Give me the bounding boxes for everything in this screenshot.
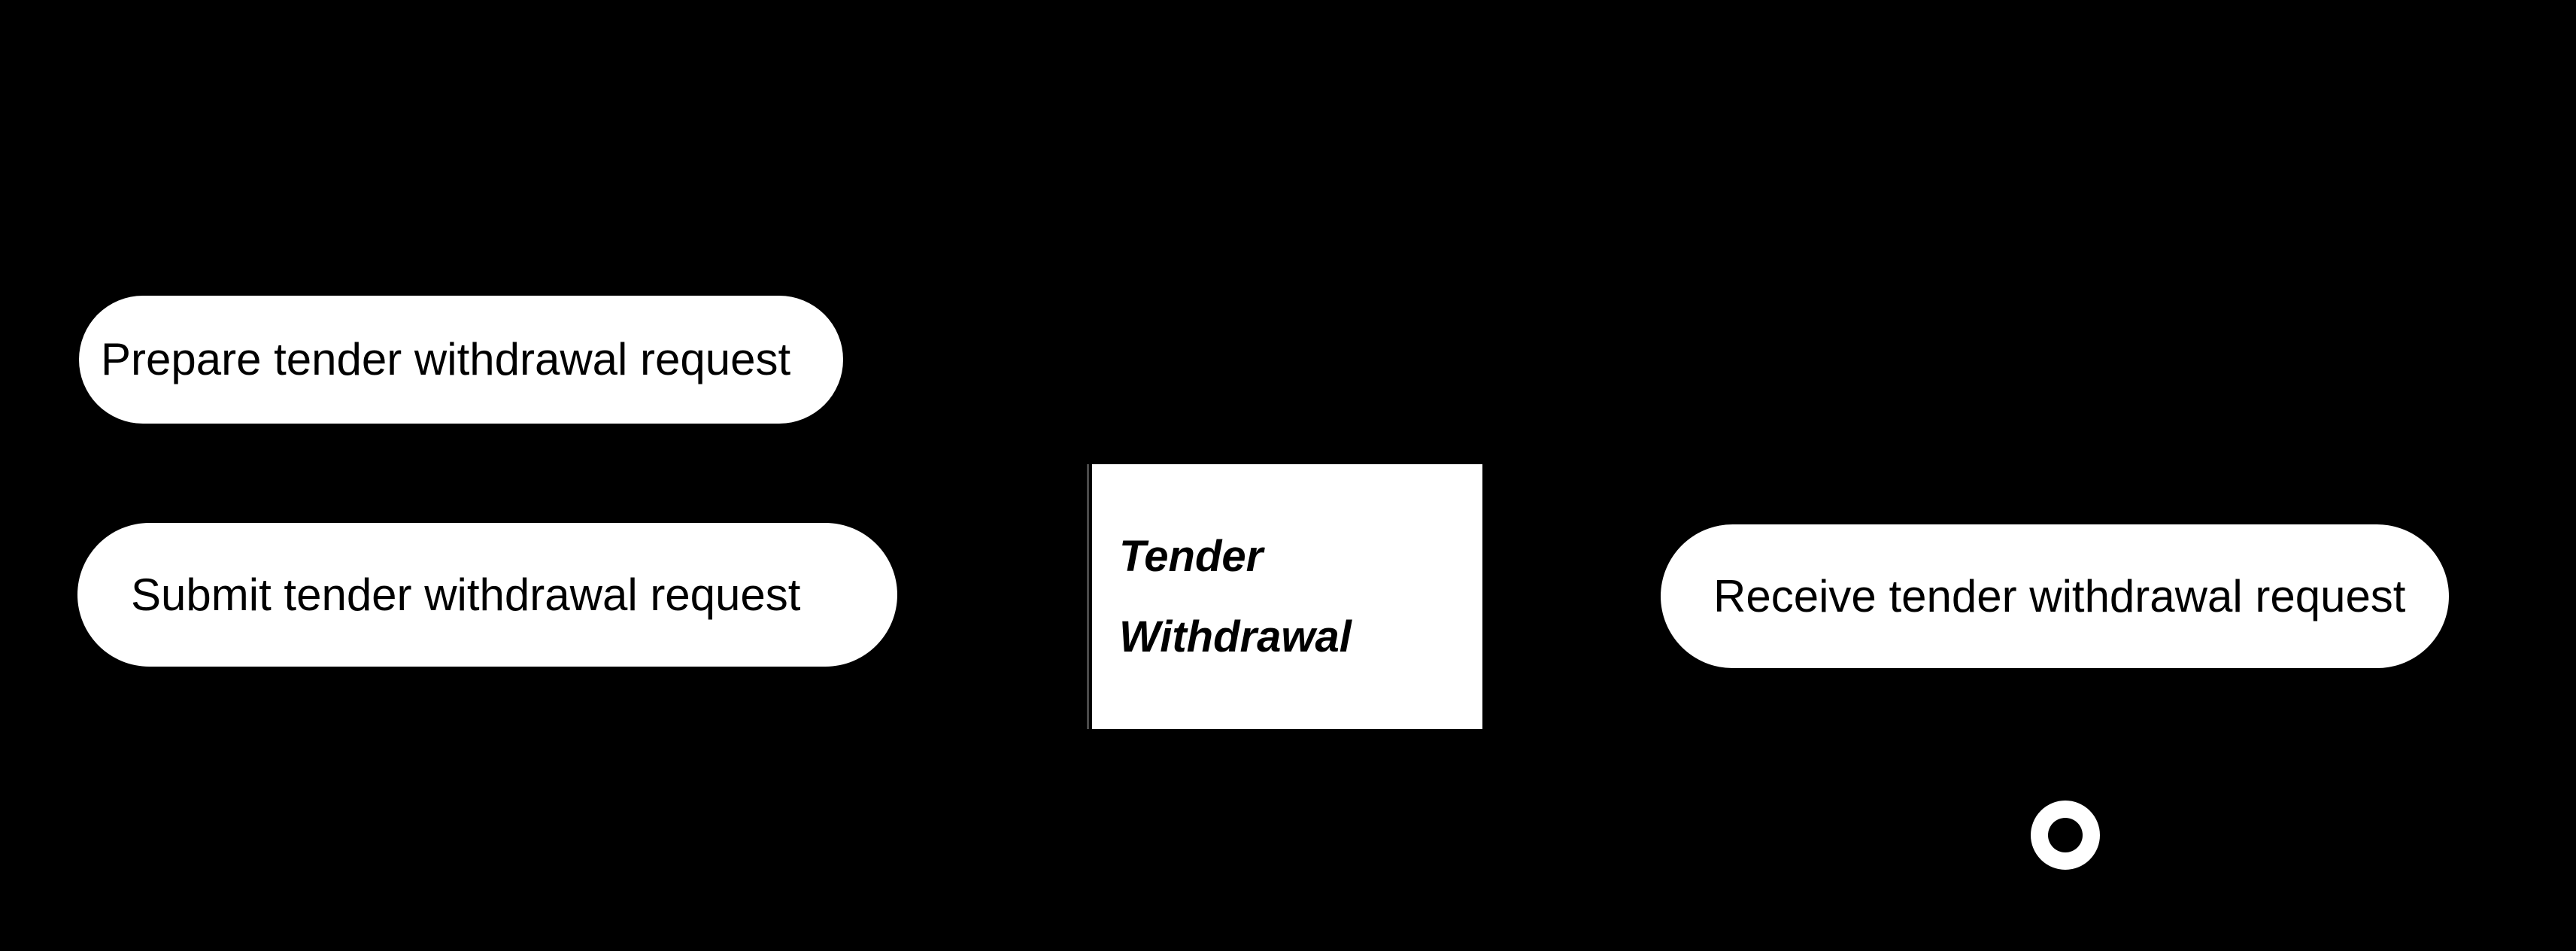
ring-outer — [2031, 801, 2100, 870]
node-receive-tender-withdrawal-request-label: Receive tender withdrawal request — [1713, 570, 2406, 621]
node-tender-withdrawal[interactable]: Tender Withdrawal — [1092, 464, 1482, 729]
node-receive-tender-withdrawal-request[interactable]: Receive tender withdrawal request — [1661, 524, 2449, 668]
node-prepare-tender-withdrawal-request[interactable]: Prepare tender withdrawal request — [79, 296, 843, 424]
ring-inner-hole — [2048, 818, 2083, 852]
node-submit-tender-withdrawal-request[interactable]: Submit tender withdrawal request — [77, 523, 897, 667]
node-tender-withdrawal-label-line-1: Tender — [1119, 531, 1264, 581]
node-prepare-tender-withdrawal-request-label: Prepare tender withdrawal request — [101, 334, 791, 384]
node-submit-tender-withdrawal-request-label: Submit tender withdrawal request — [131, 569, 801, 620]
tender-withdrawal-left-divider — [1087, 464, 1089, 729]
node-tender-withdrawal-label-line-2: Withdrawal — [1119, 612, 1352, 661]
end-event-icon[interactable] — [2031, 801, 2100, 870]
